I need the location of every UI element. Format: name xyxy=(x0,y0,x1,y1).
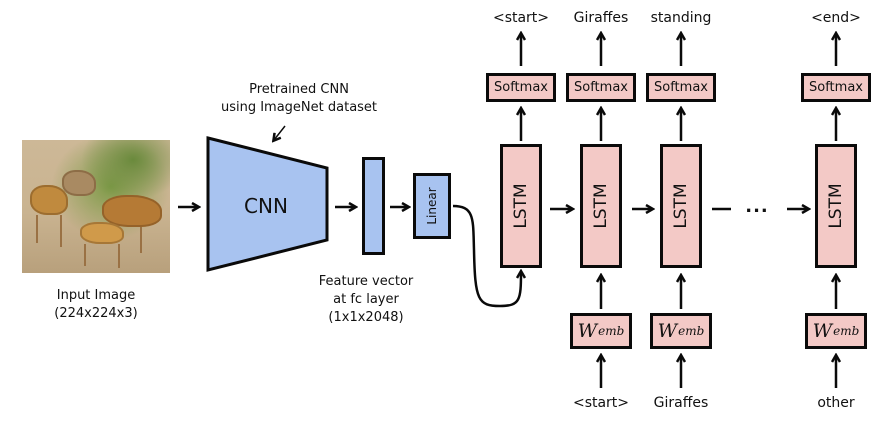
feature-vector-label: Feature vector xyxy=(318,274,414,289)
giraffe-leg xyxy=(118,244,120,268)
input-image-label: Input Image xyxy=(56,288,136,303)
lstm-label: LSTM xyxy=(671,183,691,229)
arrow-linear-to-lstm xyxy=(452,204,521,308)
output-word: standing xyxy=(650,10,712,26)
softmax-label: Softmax xyxy=(654,80,708,95)
feature-vector-block xyxy=(362,157,385,255)
output-word: Giraffes xyxy=(573,10,629,26)
softmax-label: Softmax xyxy=(809,80,863,95)
softmax-block: Softmax xyxy=(566,73,636,102)
vertical-arrows xyxy=(521,34,836,388)
annotation-arrow xyxy=(274,125,286,140)
embedding-symbol: W xyxy=(812,320,833,342)
input-word: other xyxy=(817,395,855,411)
lstm-label: LSTM xyxy=(511,183,531,229)
output-word: <start> xyxy=(492,10,550,26)
giraffe-shape xyxy=(30,185,68,215)
giraffe-shape xyxy=(102,195,162,227)
giraffe-shape xyxy=(62,170,96,196)
lstm-label: LSTM xyxy=(591,183,611,229)
softmax-label: Softmax xyxy=(494,80,548,95)
cnn-label: CNN xyxy=(244,194,288,218)
lstm-block: LSTM xyxy=(500,144,542,268)
input-word: <start> xyxy=(572,395,630,411)
giraffe-leg xyxy=(36,215,38,243)
cnn-block xyxy=(206,136,329,272)
linear-label: Linear xyxy=(425,187,439,225)
ellipsis: ... xyxy=(745,196,769,217)
input-image-size: (224x224x3) xyxy=(54,306,138,321)
feature-vector-layer: at fc layer xyxy=(333,292,399,307)
giraffe-leg xyxy=(140,227,142,253)
embedding-symbol: W xyxy=(657,320,678,342)
embedding-subscript: emb xyxy=(598,324,625,338)
embedding-subscript: emb xyxy=(678,324,705,338)
softmax-block: Softmax xyxy=(646,73,716,102)
softmax-block: Softmax xyxy=(801,73,871,102)
input-image xyxy=(22,140,170,273)
softmax-block: Softmax xyxy=(486,73,556,102)
giraffe-leg xyxy=(60,215,62,247)
embedding-subscript: emb xyxy=(833,324,860,338)
lstm-label: LSTM xyxy=(826,183,846,229)
giraffe-shape xyxy=(80,222,124,244)
linear-block: Linear xyxy=(413,173,451,239)
lstm-block: LSTM xyxy=(815,144,857,268)
output-word: <end> xyxy=(811,10,861,26)
lstm-block: LSTM xyxy=(660,144,702,268)
giraffe-leg xyxy=(84,244,86,266)
softmax-label: Softmax xyxy=(574,80,628,95)
feature-vector-size: (1x1x2048) xyxy=(328,310,404,325)
cnn-annotation-line2: using ImageNet dataset xyxy=(220,100,378,115)
cnn-annotation-line1: Pretrained CNN xyxy=(249,82,349,97)
lstm-block: LSTM xyxy=(580,144,622,268)
embedding-symbol: W xyxy=(577,320,598,342)
input-word: Giraffes xyxy=(653,395,709,411)
